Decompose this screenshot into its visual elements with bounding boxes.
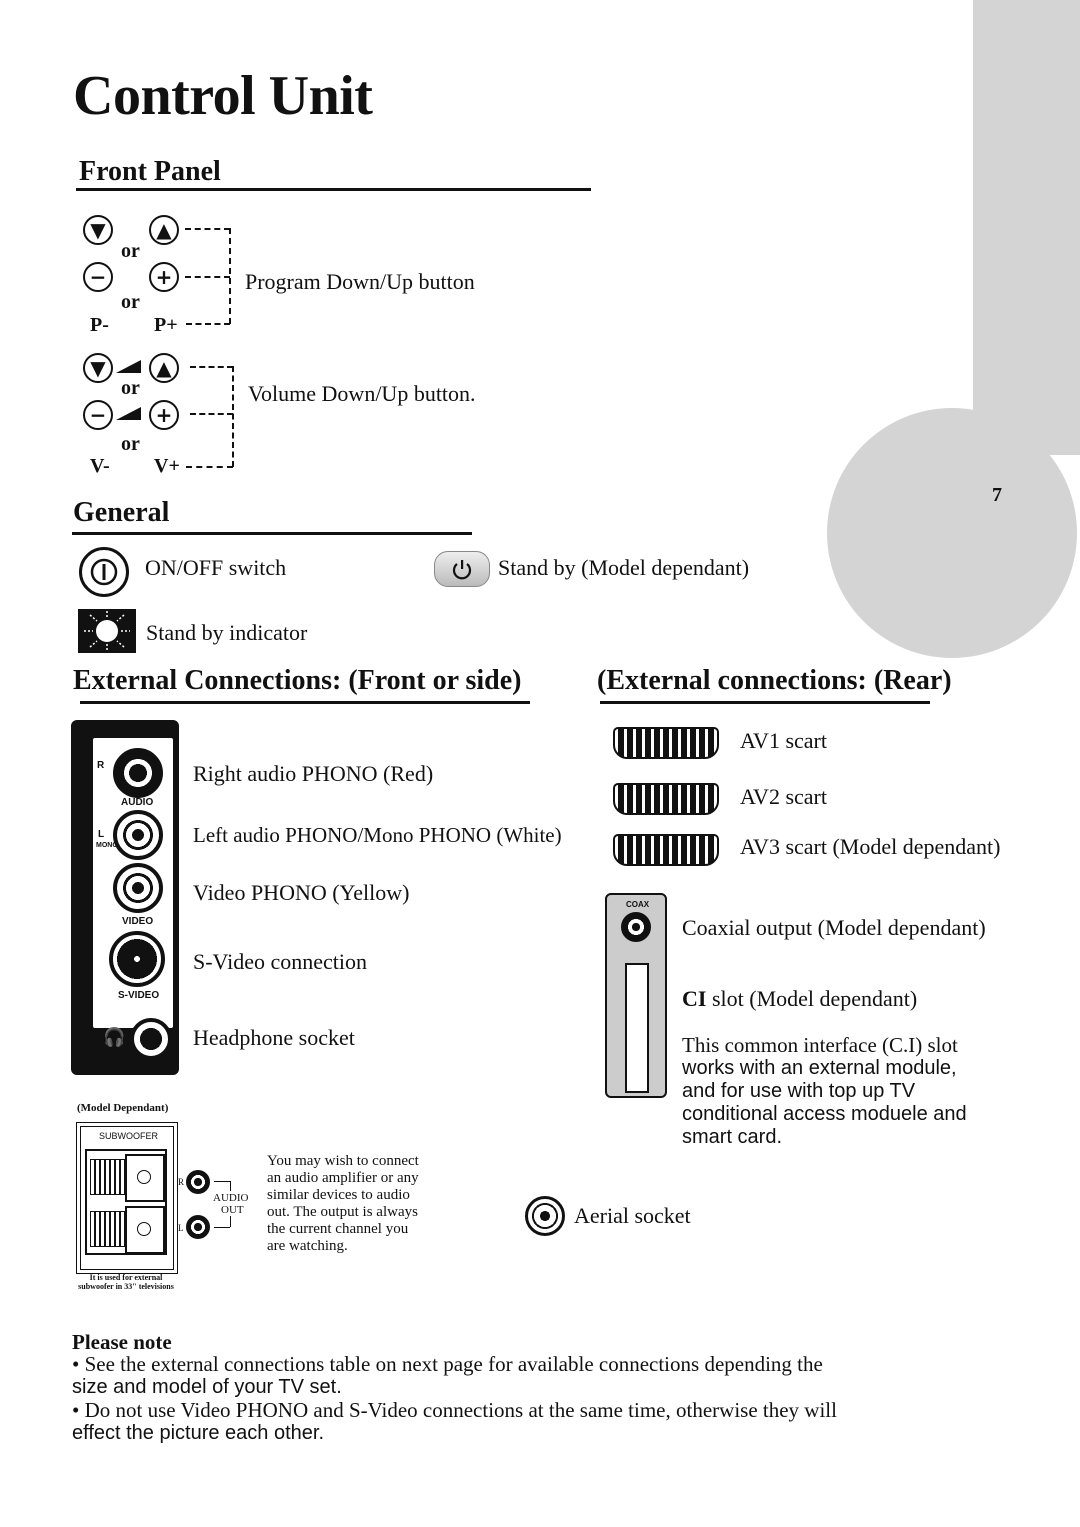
ci-note: This common interface (C.I) slot works w… [682,1033,967,1149]
ext-front-item: Left audio PHONO/Mono PHONO (White) [193,823,562,847]
right-audio-jack-icon [113,748,163,798]
ext-front-item: Right audio PHONO (Red) [193,761,434,786]
page-number: 7 [992,484,1002,506]
onoff-label: ON/OFF switch [145,555,287,580]
program-label: Program Down/Up button [245,269,475,294]
page-tab-bar [973,0,1080,455]
panel-audio-label: AUDIO [121,797,154,808]
bracket-line [185,276,230,278]
av2-scart-icon [613,783,719,815]
volume-label: Volume Down/Up button. [248,381,476,406]
volume-up-icon: ▲ [149,353,179,383]
bracket-line [186,466,233,468]
scart-label: AV1 scart [740,728,827,753]
power-button-icon [79,547,129,597]
program-plus-icon: + [149,262,179,292]
sub-audio-label: AUDIO [213,1192,249,1204]
p-plus-label: P+ [154,314,178,336]
svideo-jack-icon [109,931,165,987]
v-plus-label: V+ [154,455,180,477]
v-minus-label: V- [90,455,110,477]
please-note-bullet: • See the external connections table on … [72,1352,823,1399]
sub-r-label: R [178,1177,185,1187]
bracket-line [190,413,233,415]
scart-label: AV2 scart [740,784,827,809]
subwoofer-connector-icon [85,1149,167,1255]
panel-mono-label: MONO [96,842,118,849]
standby-button-icon [434,551,490,587]
ext-front-item: Headphone socket [193,1025,355,1050]
bracket-line [229,228,231,324]
panel-video-label: VIDEO [122,916,154,927]
please-note-heading: Please note [72,1330,172,1354]
ext-front-heading: External Connections: (Front or side) [73,665,522,696]
standby-label: Stand by (Model dependant) [498,555,750,580]
panel-svideo-label: S-VIDEO [118,990,160,1001]
ci-label: CI slot (Model dependant) [682,986,918,1011]
bracket-line [190,366,233,368]
front-panel-rule [76,188,591,191]
page-title: Control Unit [73,65,373,127]
standby-indicator-icon [78,609,136,653]
ext-front-item: Video PHONO (Yellow) [193,880,410,905]
subwoofer-panel: SUBWOOFER [76,1122,178,1274]
volume-ramp-icon [116,407,141,420]
bracket-line [230,1216,231,1227]
or-label: or [121,433,140,455]
bracket-line [214,1181,230,1182]
bracket-line [185,228,230,230]
panel-r-label: R [97,760,105,771]
or-label: or [121,291,140,313]
av1-scart-icon [613,727,719,759]
aerial-label: Aerial socket [574,1203,691,1228]
aerial-socket-icon [525,1196,565,1236]
subwoofer-label: SUBWOOFER [99,1131,159,1141]
bracket-line [214,1227,230,1228]
page-number-circle [827,408,1077,658]
headphone-icon: 🎧 [103,1027,126,1048]
coax-tag: COAX [626,900,650,909]
or-label: or [121,240,140,262]
audio-out-l-jack-icon [186,1215,210,1239]
ext-rear-rule [600,701,930,704]
subwoofer-caption: It is used for external subwoofer in 33"… [78,1273,174,1291]
model-dependant-label: (Model Dependant) [77,1102,169,1114]
av3-scart-icon [613,834,719,866]
program-down-icon: ▼ [83,215,113,245]
bracket-line [230,1181,231,1191]
sub-out-label: OUT [221,1204,244,1216]
general-rule [72,532,472,535]
please-note-bullet: • Do not use Video PHONO and S-Video con… [72,1398,837,1445]
bracket-line [186,323,230,325]
standby-indicator-label: Stand by indicator [146,620,308,645]
audio-out-r-jack-icon [186,1170,210,1194]
headphone-jack-icon [130,1018,172,1060]
or-label: or [121,377,140,399]
volume-down-icon: ▼ [83,353,113,383]
general-heading: General [73,497,170,528]
ext-front-item: S-Video connection [193,949,368,974]
sub-l-label: L [178,1223,184,1233]
video-jack-icon [113,863,163,913]
scart-label: AV3 scart (Model dependant) [740,834,1001,859]
coax-label: Coaxial output (Model dependant) [682,915,986,940]
volume-ramp-icon [116,360,141,373]
volume-plus-icon: + [149,400,179,430]
program-minus-icon: − [83,262,113,292]
front-panel-heading: Front Panel [79,156,221,187]
coax-jack-icon [621,912,651,942]
left-audio-jack-icon [113,810,163,860]
bracket-line [232,366,234,467]
ext-rear-heading: (External connections: (Rear) [597,665,952,696]
ext-front-rule [80,701,530,704]
volume-minus-icon: − [83,400,113,430]
panel-l-label: L [98,829,105,840]
p-minus-label: P- [90,314,109,336]
amp-note: You may wish to connect an audio amplifi… [267,1153,419,1254]
program-up-icon: ▲ [149,215,179,245]
